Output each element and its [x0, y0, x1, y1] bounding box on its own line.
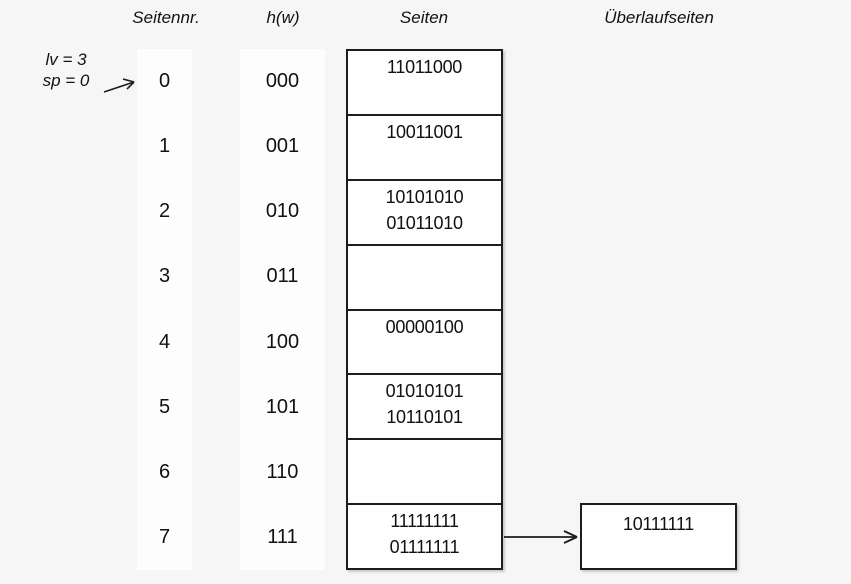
page-entry: 11111111	[390, 511, 459, 532]
hash-code: 011	[266, 265, 299, 288]
column-header-ueberlaufseiten: Überlaufseiten	[604, 8, 714, 27]
overflow-page-box: 10111111	[580, 503, 737, 570]
level-value: lv = 3	[45, 50, 87, 69]
split-pointer-arrow-icon	[103, 78, 135, 93]
hash-code: 001	[265, 135, 300, 158]
state-annotation: lv = 3 sp = 0	[30, 49, 102, 91]
split-pointer-value: sp = 0	[42, 71, 90, 90]
page-entry: 10101010	[385, 186, 464, 207]
column-header-hash-function: h(w)	[266, 8, 300, 27]
page-entry: 01011010	[386, 212, 463, 233]
hash-column-background	[240, 49, 325, 570]
page-number-column: 0 1 2 3 4 5 6 7	[137, 49, 192, 570]
page-number: 7	[158, 525, 171, 548]
page-number: 3	[158, 265, 171, 288]
hash-code: 101	[265, 395, 300, 418]
page-number: 0	[158, 70, 171, 93]
page-number: 1	[158, 135, 171, 158]
page-cell: 10011001	[348, 113, 501, 179]
hash-code: 110	[266, 460, 299, 483]
overflow-page-value: 10111111	[622, 514, 694, 534]
hash-column: 000 001 010 011 100 101 110 111	[240, 49, 325, 570]
page-cell: 11011000	[348, 51, 501, 114]
hash-code: 000	[265, 70, 300, 93]
page-cell: 00000100	[348, 308, 501, 374]
page-entry: 10110101	[386, 407, 463, 428]
page-cell: 01010101 10110101	[348, 373, 501, 438]
column-header-seiten: Seiten	[399, 8, 449, 27]
page-cell	[348, 438, 501, 503]
page-cell	[348, 243, 501, 309]
page-cell: 11111111 01111111	[348, 503, 501, 568]
page-entry: 10011001	[386, 121, 463, 142]
pages-box: 11011000 10011001 10101010 01011010 00000100…	[346, 49, 503, 570]
hash-code: 100	[265, 330, 300, 353]
page-number-column-background	[137, 49, 192, 570]
page-number: 6	[158, 460, 171, 483]
page-entry: 00000100	[385, 316, 464, 337]
page-number: 4	[158, 330, 171, 353]
page-entry: 01111111	[389, 537, 460, 558]
page-entry: 11011000	[386, 57, 462, 77]
hash-code: 010	[265, 200, 300, 223]
hash-code: 111	[267, 525, 298, 548]
column-header-seitennr: Seitennr.	[132, 8, 200, 27]
page-number: 5	[158, 395, 171, 418]
page-entry: 01010101	[385, 381, 464, 402]
page-number: 2	[158, 200, 171, 223]
page-cell: 10101010 01011010	[348, 178, 501, 244]
overflow-arrow-icon	[504, 530, 578, 544]
